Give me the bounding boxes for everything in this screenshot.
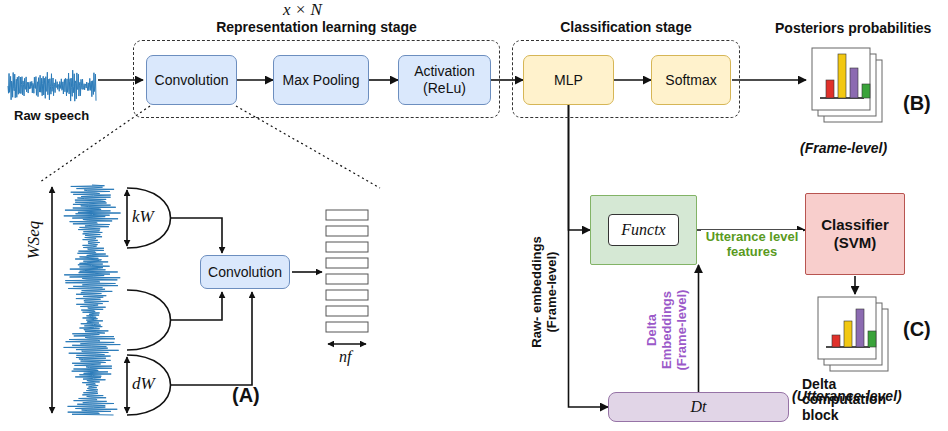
process-box: Convolution [146, 55, 237, 105]
stage-group: Representation learning stageConvolution… [133, 40, 500, 118]
edge-label: Raw- embeddings (Frame-level) [530, 233, 560, 351]
window-bracket [127, 188, 171, 248]
function-box: Functx [590, 195, 697, 265]
feature-cell [326, 290, 368, 300]
repeat-label: x × N [283, 0, 322, 20]
box-label: Convolution [208, 264, 282, 281]
bar [862, 84, 870, 98]
dimension-arrow [126, 190, 128, 246]
bar [856, 309, 864, 347]
process-box: Convolution [200, 255, 290, 289]
feature-cell [326, 258, 368, 268]
panel-letter: (A) [232, 384, 260, 407]
connector-arrow [491, 79, 523, 81]
feature-cell [326, 210, 368, 220]
window-bracket [127, 355, 171, 415]
dimension-label: WSeq [24, 221, 44, 260]
stage-group: Classification stageMLPSoftmax [512, 40, 740, 118]
output-arrow [854, 276, 856, 294]
connector-arrow [237, 79, 273, 81]
connector-arrow [614, 79, 651, 81]
edge-label: Delta Embeddings (Frame-level) [645, 274, 690, 386]
process-box: Softmax [651, 55, 731, 105]
posterior-icon [812, 48, 882, 122]
output-title: Posteriors probabilities [775, 20, 931, 36]
window-bracket [127, 290, 171, 350]
connector-arrow [369, 79, 398, 81]
feature-cell [326, 274, 368, 284]
speech-waveform [64, 185, 121, 415]
delta-box: DtDelta computation block [608, 392, 789, 422]
bar [868, 331, 876, 347]
panel-letter: (C) [903, 318, 931, 341]
bar [832, 335, 840, 347]
bar [838, 54, 846, 98]
box-label: Classifier (SVM) [812, 216, 898, 252]
process-box: MLP [523, 55, 614, 105]
bar [850, 68, 858, 98]
dimension-arrow [51, 187, 53, 413]
dimension-label: kW [132, 207, 154, 227]
classifier-box: Classifier (SVM) [805, 193, 905, 275]
box-label: Dt [691, 397, 707, 416]
stage-heading: Representation learning stage [114, 19, 519, 35]
dimension-label: nf [339, 348, 351, 366]
box-label: Functx [608, 214, 678, 245]
level-caption: (Utterance-level) [792, 388, 902, 404]
posterior-icon [818, 297, 888, 371]
edge-group [237, 80, 805, 407]
panel-letter: (B) [903, 92, 931, 115]
box-label: Convolution [155, 72, 229, 89]
level-caption: (Frame-level) [800, 140, 887, 156]
waveforms [8, 70, 121, 415]
layout-lines [40, 80, 855, 415]
bar [844, 321, 852, 347]
box-label: Activation (ReLu) [405, 63, 484, 97]
zoom-line [236, 106, 380, 188]
input-arrow [98, 79, 143, 81]
process-box: Activation (ReLu) [398, 55, 491, 105]
output-arrow [732, 79, 806, 81]
frame [812, 48, 870, 110]
connector-arrow [698, 265, 700, 392]
feature-vector [326, 210, 368, 332]
speech-waveform [8, 70, 96, 101]
window-arrow [171, 292, 222, 320]
process-box: Max Pooling [273, 55, 369, 105]
feature-cell [326, 306, 368, 316]
window-arrow [171, 292, 252, 385]
box-label: Max Pooling [282, 72, 359, 89]
bar [826, 80, 834, 98]
box-label: Softmax [665, 72, 716, 89]
input-label: Raw speech [14, 108, 89, 123]
feature-cell [326, 226, 368, 236]
feature-arrow [292, 271, 322, 273]
box-label: MLP [554, 72, 583, 89]
feature-cell [326, 242, 368, 252]
dimension-arrow [328, 343, 366, 345]
feature-cell [326, 322, 368, 332]
stage-heading: Classification stage [493, 19, 759, 35]
frame [818, 297, 876, 359]
dimension-label: dW [132, 374, 155, 394]
dimension-arrow [126, 357, 128, 413]
window-arrow [171, 218, 222, 253]
connector-arrow [569, 105, 591, 230]
edge-label: Utterance level features [701, 230, 803, 260]
